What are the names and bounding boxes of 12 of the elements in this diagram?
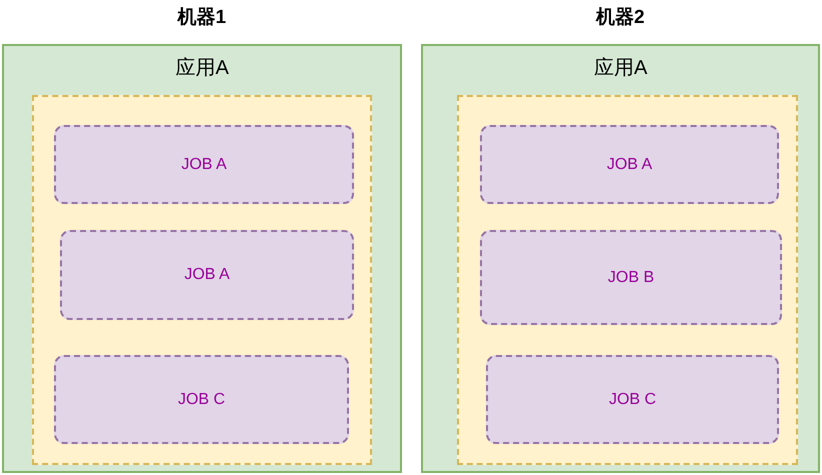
scheduler-box [32,95,372,465]
job-box: JOB A [54,125,354,204]
job-box: JOB A [60,230,354,320]
job-box: JOB A [480,125,779,204]
scheduler-box [457,95,798,465]
app-title: 应用A [176,56,229,81]
app-title: 应用A [594,56,648,81]
job-box: JOB C [486,355,779,444]
machine-title: 机器2 [596,6,645,30]
job-box: JOB B [480,230,782,325]
job-box: JOB C [54,355,349,444]
machine-title: 机器1 [178,6,226,30]
